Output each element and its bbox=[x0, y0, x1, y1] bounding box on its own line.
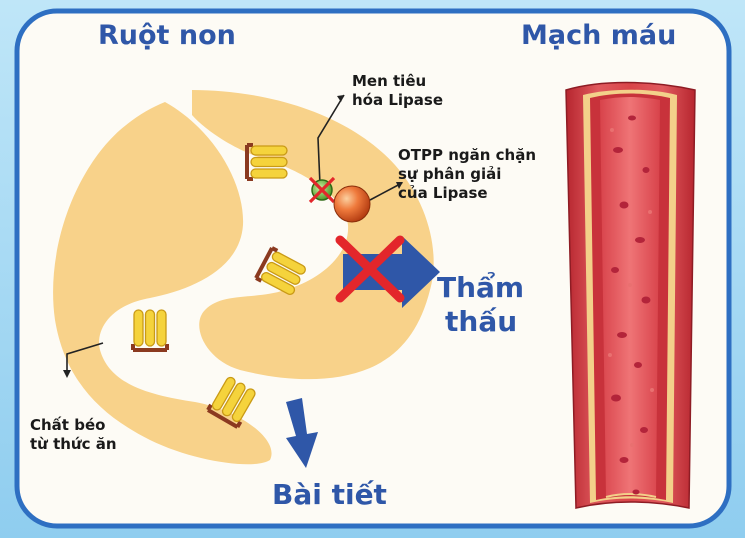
blood-vessel bbox=[565, 81, 696, 509]
otpp-label-line: OTPP ngăn chặn bbox=[398, 146, 537, 164]
lipase-label-line: hóa Lipase bbox=[352, 91, 443, 109]
leader-lines bbox=[66, 94, 403, 375]
intestine-title: Ruột non bbox=[98, 20, 236, 51]
lipase-label: Men tiêu hóa Lipase bbox=[352, 72, 443, 110]
downward-arrow-icon bbox=[286, 398, 318, 468]
leader-arrowhead bbox=[337, 95, 344, 102]
fat-label-line: từ thức ăn bbox=[30, 435, 117, 453]
lipase-enzyme-icon bbox=[308, 176, 336, 204]
otpp-label-line: của Lipase bbox=[398, 184, 488, 202]
fat-molecule-icon bbox=[131, 308, 169, 352]
fat-label-line: Chất béo bbox=[30, 416, 106, 434]
leader-arrowhead bbox=[63, 370, 71, 378]
otpp-label: OTPP ngăn chặn sự phân giải của Lipase bbox=[398, 146, 536, 203]
vessel-title: Mạch máu bbox=[521, 20, 677, 51]
fat-label: Chất béo từ thức ăn bbox=[30, 416, 117, 454]
excrete-label: Bài tiết bbox=[272, 478, 387, 511]
fat-molecule-icon bbox=[245, 143, 289, 181]
lipase-label-line: Men tiêu bbox=[352, 72, 427, 90]
blocked-arrow-icon bbox=[335, 235, 440, 308]
leader-arrowhead bbox=[396, 182, 403, 189]
intestine-shape bbox=[53, 90, 434, 465]
absorb-label-line: thấu bbox=[445, 305, 518, 338]
absorb-label-line: Thẩm bbox=[437, 271, 525, 304]
otpp-label-line: sự phân giải bbox=[398, 165, 502, 183]
absorb-label: Thẩm thấu bbox=[437, 271, 524, 339]
otpp-sphere-icon bbox=[333, 185, 371, 223]
